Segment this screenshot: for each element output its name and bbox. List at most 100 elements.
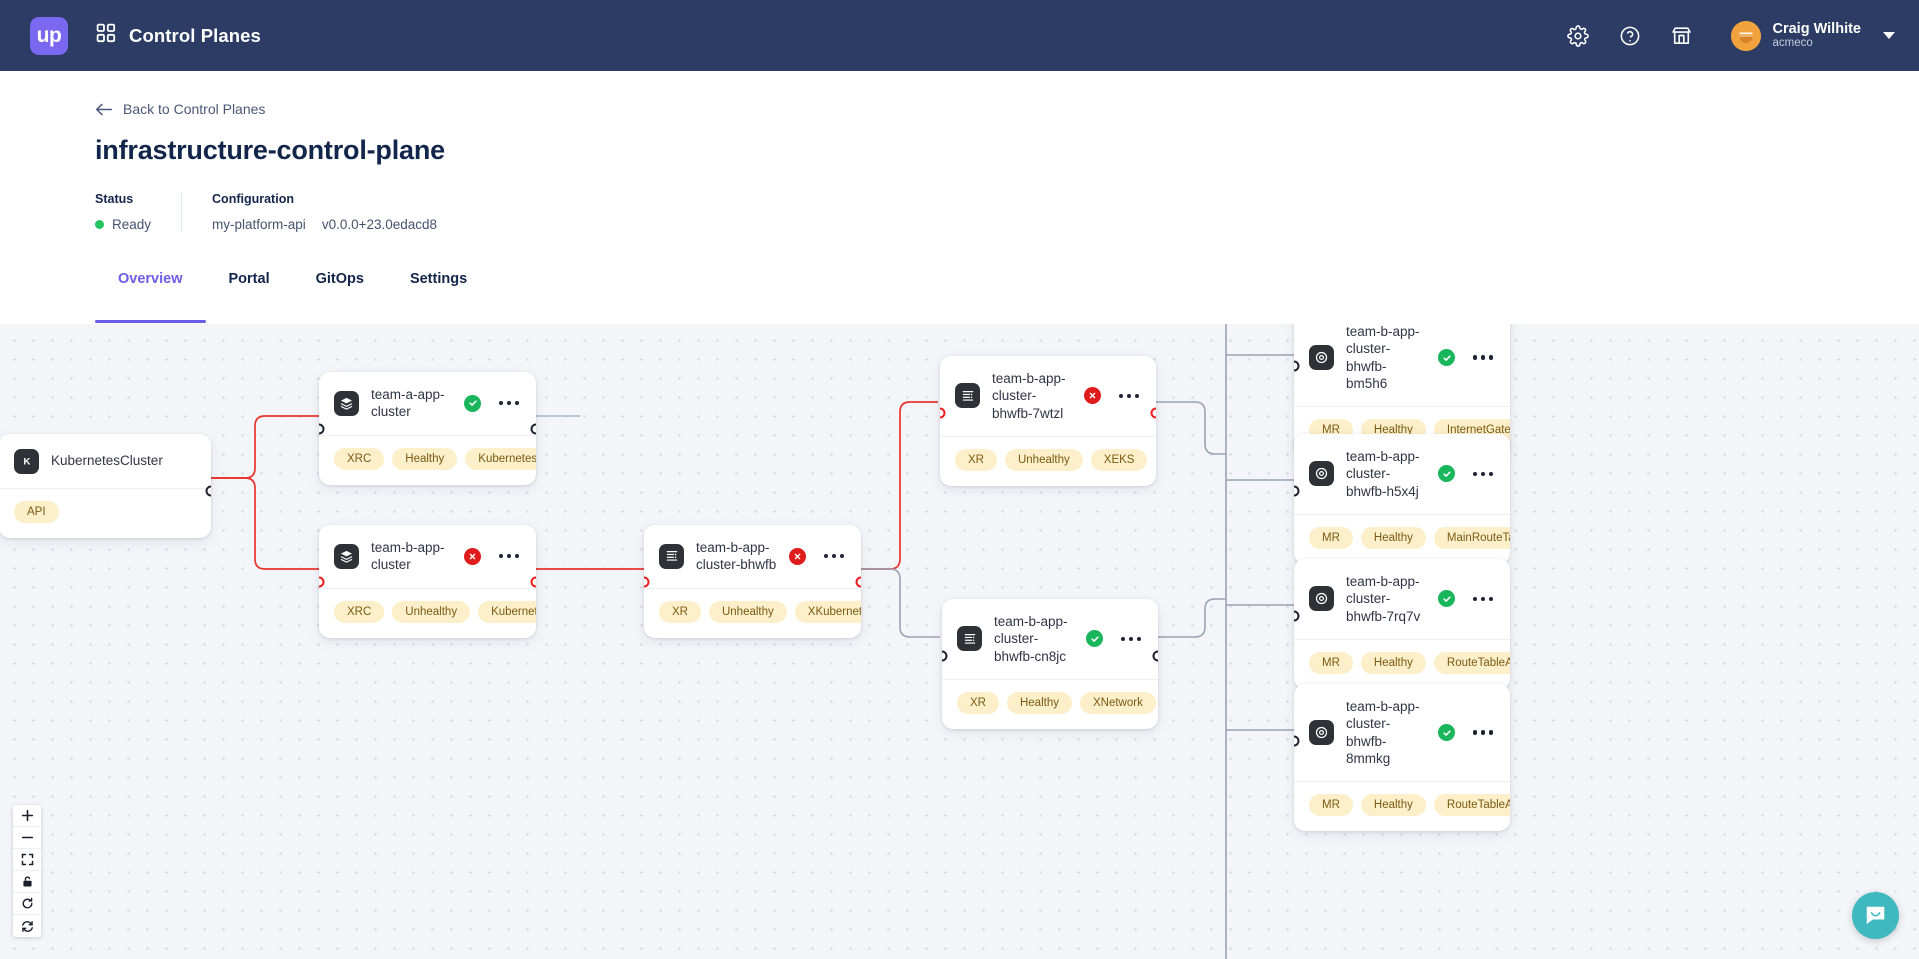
node-handle-left[interactable] (319, 576, 325, 588)
node-tag-row: XRUnhealthyXKubernetesCluster (644, 587, 861, 638)
node-menu-icon[interactable] (1471, 351, 1495, 363)
node-menu-icon[interactable] (1117, 390, 1141, 402)
status-healthy-icon (464, 394, 482, 412)
node-handle-left[interactable] (319, 423, 325, 435)
edge-bhwfb-to-cn8jc (861, 568, 940, 638)
node-handle-left[interactable] (644, 576, 650, 588)
node-handle-right[interactable] (1150, 407, 1156, 419)
node-handle-right[interactable] (205, 485, 211, 497)
back-link-label: Back to Control Planes (123, 101, 266, 117)
tab-overview[interactable]: Overview (95, 271, 206, 323)
layers-icon (334, 543, 359, 569)
node-tag: XEKS (1090, 448, 1148, 471)
status-unhealthy-icon (464, 547, 482, 565)
node-tag: Unhealthy (392, 600, 471, 623)
chat-bubble-icon (1866, 906, 1885, 925)
node-menu-icon[interactable] (1471, 468, 1495, 480)
node-handle-right[interactable] (530, 423, 536, 435)
node-tag: Healthy (392, 447, 458, 470)
node-menu-icon[interactable] (1119, 633, 1143, 645)
chat-launcher-button[interactable] (1852, 892, 1899, 939)
node-title: team-b-app-cluster-bhwfb-8mmkg (1346, 699, 1420, 766)
help-icon[interactable] (1617, 23, 1643, 49)
node-handle-right[interactable] (855, 576, 861, 588)
node-tag-row: XRC Healthy KubernetesCluster (319, 434, 536, 485)
back-to-control-planes-link[interactable]: Back to Control Planes (95, 101, 265, 117)
configuration-label: Configuration (212, 191, 294, 206)
node-handle-left[interactable] (1294, 360, 1300, 372)
node-handle-left[interactable] (1294, 610, 1300, 622)
zoom-out-icon[interactable] (13, 827, 41, 849)
chevron-down-icon[interactable] (1883, 32, 1895, 39)
node-tag: Healthy (1360, 526, 1426, 549)
node-tag: Unhealthy (1004, 448, 1083, 471)
status-unhealthy-icon (789, 547, 807, 565)
target-icon (1309, 586, 1334, 612)
rows-icon (659, 543, 684, 569)
node-tag: XKubernetesCluster (794, 600, 861, 623)
node-tag-row: MRHealthyRouteTableAssociation (1294, 638, 1510, 689)
zoom-in-icon[interactable] (13, 805, 41, 827)
status-healthy-icon (1086, 630, 1104, 648)
reset-icon[interactable] (13, 893, 41, 915)
status-healthy-icon (1438, 590, 1456, 608)
node-header: team-b-app-cluster-bhwfb-8mmkg (1294, 684, 1510, 781)
tab-gitops[interactable]: GitOps (315, 271, 364, 287)
node-header: team-b-app-cluster-bhwfb-7wtzl (940, 356, 1156, 436)
layers-icon (334, 390, 359, 416)
lock-icon[interactable] (13, 871, 41, 893)
target-icon (1309, 720, 1334, 746)
tab-portal[interactable]: Portal (228, 271, 270, 287)
graph-node[interactable]: team-b-app-clusterXRCUnhealthyKubernetes… (319, 525, 536, 638)
node-handle-right[interactable] (530, 576, 536, 588)
fit-view-icon[interactable] (13, 849, 41, 871)
marketplace-icon[interactable] (1669, 23, 1695, 49)
node-tag-row: API (0, 488, 211, 538)
target-icon (1309, 345, 1334, 371)
node-handle-left[interactable] (1294, 735, 1300, 747)
configuration-name: my-platform-api (212, 216, 306, 232)
node-handle-left[interactable] (940, 407, 946, 419)
settings-icon[interactable] (1565, 23, 1591, 49)
graph-node[interactable]: team-a-app-clusterXRCHealthyKubernetesCl… (319, 372, 536, 485)
tab-settings[interactable]: Settings (409, 271, 468, 287)
node-tag: KubernetesCluster (465, 447, 536, 470)
status-block: Status Ready (95, 192, 181, 232)
node-handle-right[interactable] (1152, 650, 1158, 662)
node-tag: MR (1309, 526, 1353, 549)
status-unhealthy-icon (1084, 387, 1102, 405)
configuration-version: v0.0.0+23.0edacd8 (321, 216, 438, 232)
top-navigation-bar: up Control Planes (0, 0, 1919, 71)
nav-brand-group[interactable]: Control Planes (96, 23, 261, 48)
user-menu[interactable]: Craig Wilhite acmeco (1730, 20, 1895, 51)
refresh-icon[interactable] (13, 915, 41, 937)
node-handle-left[interactable] (1294, 485, 1300, 497)
nav-icon-group (1565, 23, 1695, 49)
edge-bhwfb-to-7wtzl (861, 401, 938, 570)
node-title: team-b-app-cluster (371, 540, 445, 573)
node-tag: XRC (334, 447, 385, 470)
node-menu-icon[interactable] (497, 550, 521, 562)
k-letter-icon: K (14, 448, 39, 474)
status-healthy-icon (1438, 465, 1456, 483)
status-dot-icon (95, 219, 104, 229)
edge-k8s-to-team-b (211, 477, 319, 570)
node-menu-icon[interactable] (1471, 593, 1495, 605)
node-menu-icon[interactable] (1471, 726, 1495, 738)
node-menu-icon[interactable] (822, 550, 846, 562)
node-menu-icon[interactable] (497, 397, 521, 409)
node-header: team-b-app-cluster (319, 525, 536, 588)
node-header: team-b-app-cluster-bhwfb (644, 525, 861, 588)
status-healthy-icon (1438, 349, 1456, 367)
node-handle-left[interactable] (942, 650, 948, 662)
upbound-logo[interactable]: up (30, 16, 68, 55)
node-title: team-b-app-cluster-bhwfb-cn8jc (994, 614, 1068, 664)
